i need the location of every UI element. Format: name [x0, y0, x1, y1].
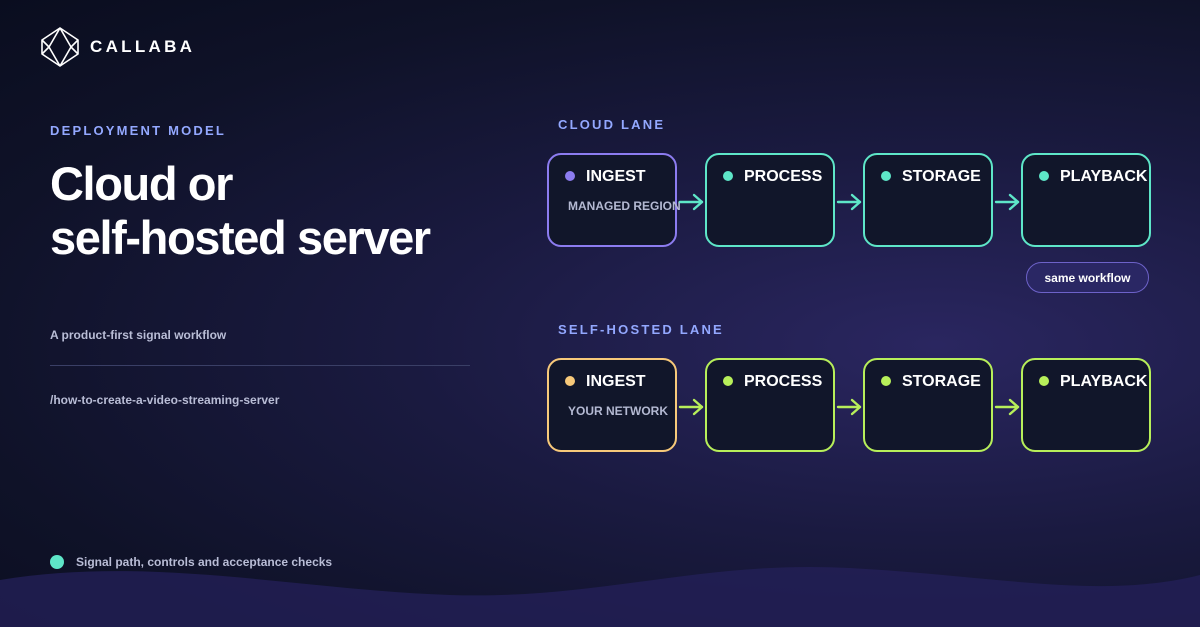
node-title: INGEST: [586, 168, 646, 185]
brand-name: CALLABA: [90, 37, 196, 56]
status-dot-icon: [1039, 376, 1049, 386]
cloud-node-playback[interactable]: PLAYBACK: [1021, 153, 1151, 247]
same-workflow-badge: same workflow: [1026, 262, 1149, 293]
status-dot-icon: [881, 171, 891, 181]
footer-dot-icon: [50, 555, 64, 569]
arrow-right-icon: [678, 398, 704, 416]
divider: [50, 365, 470, 366]
subtitle: A product-first signal workflow: [50, 328, 227, 342]
diamond-logo-icon: [41, 27, 79, 67]
cloud-node-storage[interactable]: STORAGE: [863, 153, 993, 247]
arrow-right-icon: [678, 193, 704, 211]
node-title: PLAYBACK: [1060, 373, 1148, 390]
status-dot-icon: [565, 376, 575, 386]
page-title: Cloud or self-hosted server: [50, 157, 431, 265]
status-dot-icon: [723, 376, 733, 386]
cloud-node-ingest[interactable]: INGEST MANAGED REGION: [547, 153, 681, 247]
self-node-storage[interactable]: STORAGE: [863, 358, 993, 452]
node-title: PROCESS: [744, 168, 823, 185]
status-dot-icon: [565, 171, 575, 181]
arrow-right-icon: [994, 398, 1020, 416]
node-subtitle: YOUR NETWORK: [568, 404, 668, 418]
url-path: /how-to-create-a-video-streaming-server: [50, 393, 280, 407]
node-title: INGEST: [586, 373, 646, 390]
arrow-right-icon: [836, 398, 862, 416]
self-node-process[interactable]: PROCESS: [705, 358, 835, 452]
cloud-node-process[interactable]: PROCESS: [705, 153, 835, 247]
arrow-right-icon: [836, 193, 862, 211]
node-subtitle: MANAGED REGION: [568, 199, 681, 213]
brand[interactable]: CALLABA: [41, 27, 195, 67]
cloud-lane-label: CLOUD LANE: [558, 117, 666, 132]
page-title-line-1: Cloud or: [50, 157, 233, 210]
status-dot-icon: [723, 171, 733, 181]
node-title: STORAGE: [902, 373, 981, 390]
status-dot-icon: [881, 376, 891, 386]
footer: Signal path, controls and acceptance che…: [50, 555, 332, 569]
eyebrow-label: DEPLOYMENT MODEL: [50, 123, 227, 138]
node-title: PROCESS: [744, 373, 823, 390]
self-node-ingest[interactable]: INGEST YOUR NETWORK: [547, 358, 677, 452]
self-node-playback[interactable]: PLAYBACK: [1021, 358, 1151, 452]
arrow-right-icon: [994, 193, 1020, 211]
node-title: STORAGE: [902, 168, 981, 185]
self-hosted-lane-label: SELF-HOSTED LANE: [558, 322, 724, 337]
page-title-line-2: self-hosted server: [50, 211, 431, 264]
footer-text: Signal path, controls and acceptance che…: [76, 555, 333, 569]
node-title: PLAYBACK: [1060, 168, 1148, 185]
status-dot-icon: [1039, 171, 1049, 181]
